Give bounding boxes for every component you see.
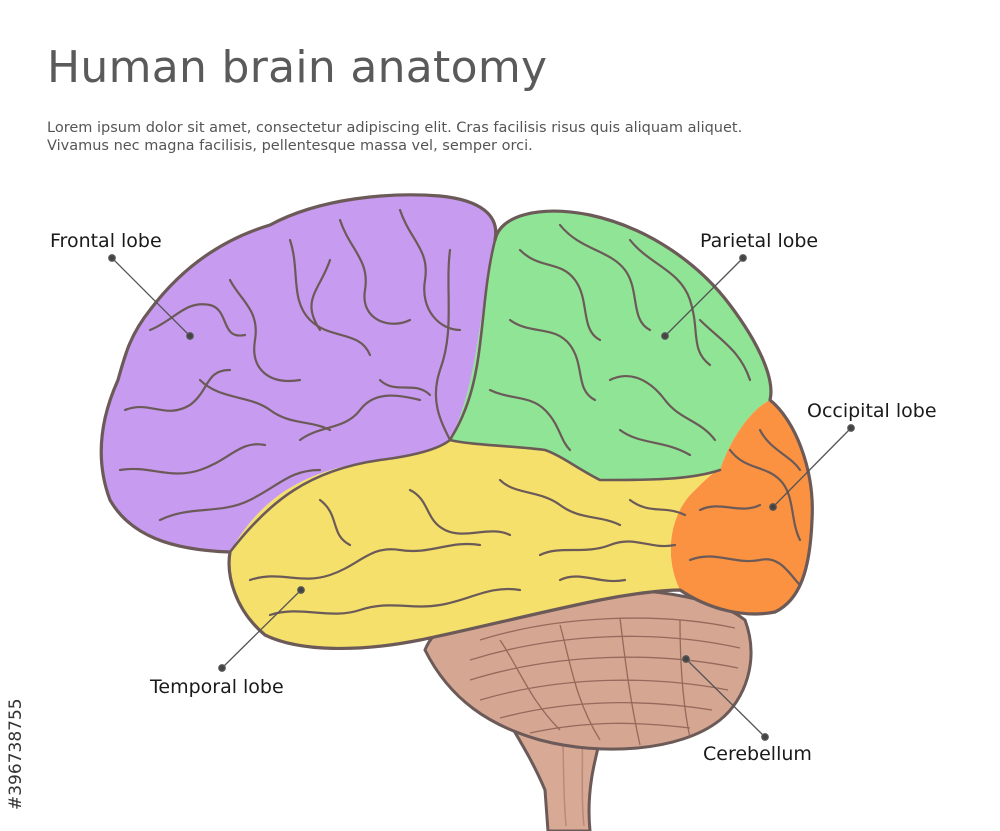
- description-line-1: Lorem ipsum dolor sit amet, consectetur …: [47, 120, 743, 136]
- description-line-2: Vivamus nec magna facilisis, pellentesqu…: [47, 138, 533, 154]
- description: Lorem ipsum dolor sit amet, consectetur …: [47, 119, 927, 155]
- label-parietal-lobe: Parietal lobe: [700, 230, 819, 252]
- frontal-lobe-shape: [101, 194, 496, 552]
- stock-id-watermark: #396738755: [6, 590, 30, 810]
- label-temporal-lobe: Temporal lobe: [150, 676, 284, 698]
- label-occipital-lobe: Occipital lobe: [807, 400, 937, 422]
- cerebrum-outline: [99, 193, 814, 651]
- label-frontal-lobe: Frontal lobe: [50, 230, 162, 252]
- parietal-lobe-shape: [450, 211, 771, 480]
- page-title: Human brain anatomy: [47, 42, 548, 93]
- stock-id-text: #396738755: [6, 698, 26, 810]
- label-cerebellum: Cerebellum: [703, 743, 812, 765]
- occipital-lobe-shape: [670, 400, 813, 614]
